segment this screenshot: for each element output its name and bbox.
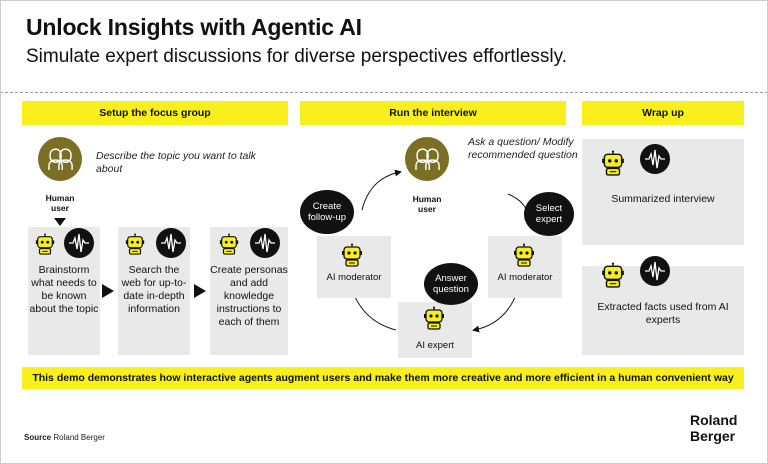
robot-icon — [34, 233, 56, 255]
section-header-run: Run the interview — [300, 101, 566, 125]
waveform-icon — [250, 228, 280, 258]
robot-icon — [512, 243, 536, 267]
step-text-brainstorm: Brainstorm what needs to be known about … — [29, 264, 99, 315]
summary-banner: This demo demonstrates how interactive a… — [22, 367, 744, 389]
waveform-icon — [640, 256, 670, 286]
source-line: Source Roland Berger — [24, 433, 105, 442]
logo-line2: Berger — [690, 428, 736, 444]
waveform-icon — [64, 228, 94, 258]
arrow-down-icon — [54, 218, 66, 226]
section-header-wrap: Wrap up — [582, 101, 744, 125]
run-prompt: Ask a question/ Modify recommended quest… — [468, 136, 578, 161]
human-user-label: Human user — [45, 193, 75, 213]
wrap-summary-text: Summarized interview — [611, 193, 715, 205]
robot-icon — [340, 243, 364, 267]
logo-line1: Roland — [690, 412, 738, 428]
wrap-facts-text: Extracted facts used from AI experts — [597, 301, 729, 326]
robot-icon — [600, 150, 626, 176]
moderator-right-box — [488, 236, 562, 298]
robot-icon — [422, 306, 446, 330]
step-text-search: Search the web for up-to-date in-depth i… — [121, 264, 187, 315]
page-title: Unlock Insights with Agentic AI — [26, 14, 362, 40]
source-label: Source — [24, 433, 52, 442]
robot-icon — [600, 262, 626, 288]
select-expert-bubble: Select expert — [524, 192, 574, 236]
expert-label: AI expert — [415, 340, 455, 351]
users-icon — [38, 137, 82, 181]
robot-icon — [124, 233, 146, 255]
setup-prompt: Describe the topic you want to talk abou… — [96, 150, 256, 175]
page-subtitle: Simulate expert discussions for diverse … — [26, 46, 568, 67]
divider — [0, 92, 768, 93]
moderator-left-box — [317, 236, 391, 298]
source-value: Roland Berger — [53, 433, 105, 442]
step-text-personas: Create personas and add knowledge instru… — [210, 264, 288, 328]
arrow-right-icon — [102, 284, 114, 298]
moderator-right-label: AI moderator — [497, 272, 553, 283]
waveform-icon — [156, 228, 186, 258]
moderator-left-label: AI moderator — [326, 272, 382, 283]
waveform-icon — [640, 144, 670, 174]
robot-icon — [218, 233, 240, 255]
answer-question-bubble: Answer question — [424, 263, 478, 305]
arrow-right-icon — [194, 284, 206, 298]
create-followup-bubble: Create follow-up — [300, 190, 354, 234]
section-header-setup: Setup the focus group — [22, 101, 288, 125]
human-user-label: Human user — [412, 194, 442, 214]
logo: Roland Berger — [690, 412, 737, 444]
